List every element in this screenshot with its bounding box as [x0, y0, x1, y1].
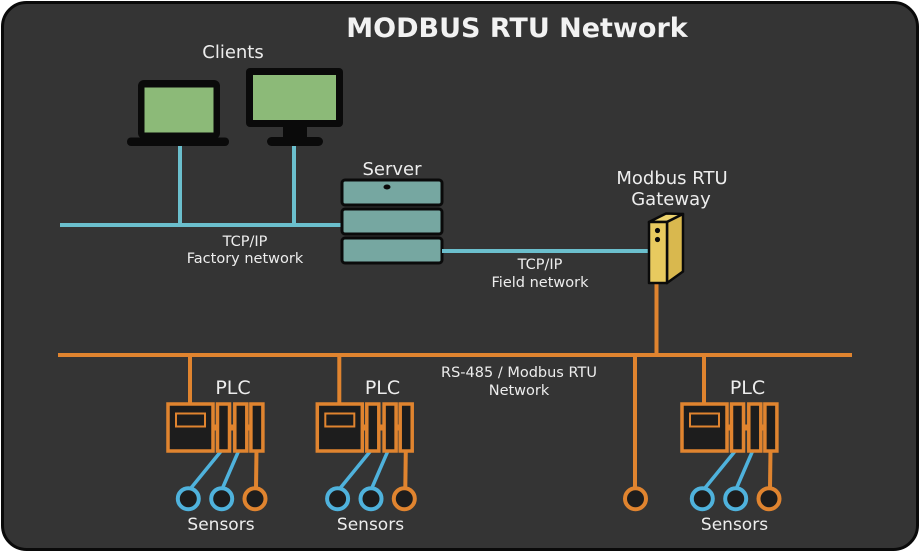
gateway-led-2 — [654, 236, 661, 243]
plc-io-slat-2 — [233, 402, 249, 453]
sensor-wire-blue-2 — [221, 449, 241, 488]
standalone-sensor — [623, 355, 648, 512]
sensor-icon-blue — [689, 486, 715, 512]
plc-display — [324, 412, 356, 428]
plc-label-1: PLC — [215, 377, 250, 399]
sensors-label-2: Sensors — [337, 515, 404, 535]
server-label: Server — [362, 159, 422, 180]
plc-display — [689, 412, 720, 428]
monitor-neck — [283, 125, 307, 139]
server-icon — [340, 178, 444, 265]
plc-label-2: PLC — [365, 377, 400, 399]
sensor-wire-blue-2 — [370, 449, 390, 488]
server-power-led — [383, 184, 391, 190]
plc-io-slat-3 — [398, 402, 414, 453]
plc-io-slat-2 — [382, 402, 398, 453]
plc-unit-2 — [315, 355, 417, 512]
gateway-label-line1: Modbus RTU — [616, 168, 727, 189]
sensor-wire-blue-1 — [189, 448, 224, 490]
factory-network-label-line1: TCP/IP — [222, 234, 268, 250]
sensor-icon-blue — [325, 486, 351, 512]
plc-unit-1 — [166, 355, 268, 512]
plc-display — [175, 412, 206, 428]
field-network-label-line2: Field network — [492, 275, 590, 291]
sensor-icon-blue — [175, 486, 201, 512]
sensor-wire-blue-2 — [735, 449, 755, 488]
monitor-screen — [253, 75, 336, 120]
sensor-wire-blue-1 — [703, 448, 738, 490]
plc-label-3: PLC — [730, 377, 765, 399]
field-network-label-line1: TCP/IP — [517, 257, 563, 273]
gateway-side-face — [665, 212, 685, 285]
plc-io-slat-1 — [215, 402, 232, 453]
server-unit-bottom — [340, 236, 444, 265]
sensor-wire-orange — [768, 449, 773, 489]
sensor-icon-blue — [209, 486, 235, 512]
sensor-wire-blue-1 — [338, 448, 373, 490]
plc-io-slat-1 — [729, 402, 746, 453]
server-unit-middle — [340, 207, 444, 236]
laptop-icon — [127, 80, 229, 146]
plc-io-slat-2 — [747, 402, 763, 453]
monitor-icon — [246, 68, 343, 146]
gateway-front-face — [647, 220, 669, 285]
sensor-wire-orange — [254, 449, 259, 489]
gateway-icon — [647, 212, 685, 285]
plc-unit-3 — [680, 355, 782, 512]
plc-io-slat-3 — [249, 402, 265, 453]
plc-io-slat-1 — [365, 402, 381, 453]
rs485-network-label-line1: RS-485 / Modbus RTU — [441, 365, 597, 381]
sensor-icon-blue — [358, 486, 384, 512]
sensor-icon-orange — [756, 486, 782, 512]
sensor-icon-orange — [391, 486, 417, 512]
gateway-led-1 — [654, 227, 661, 234]
clients-label: Clients — [202, 42, 264, 63]
factory-network-label-line2: Factory network — [187, 251, 304, 267]
sensor-icon-orange — [242, 486, 268, 512]
sensors-label-1: Sensors — [187, 515, 254, 535]
monitor-base — [267, 137, 323, 146]
sensor-icon-blue — [723, 486, 749, 512]
sensors-label-3: Sensors — [701, 515, 768, 535]
server-unit-top — [340, 178, 444, 207]
rs485-network-label-line2: Network — [489, 383, 550, 399]
sensor-icon-orange — [623, 486, 648, 512]
page-title: MODBUS RTU Network — [346, 13, 689, 44]
laptop-base — [127, 137, 229, 146]
sensor-wire-orange — [403, 449, 408, 489]
laptop-screen — [144, 87, 214, 133]
gateway-label-line2: Gateway — [631, 189, 711, 210]
plc-io-slat-3 — [763, 402, 779, 453]
